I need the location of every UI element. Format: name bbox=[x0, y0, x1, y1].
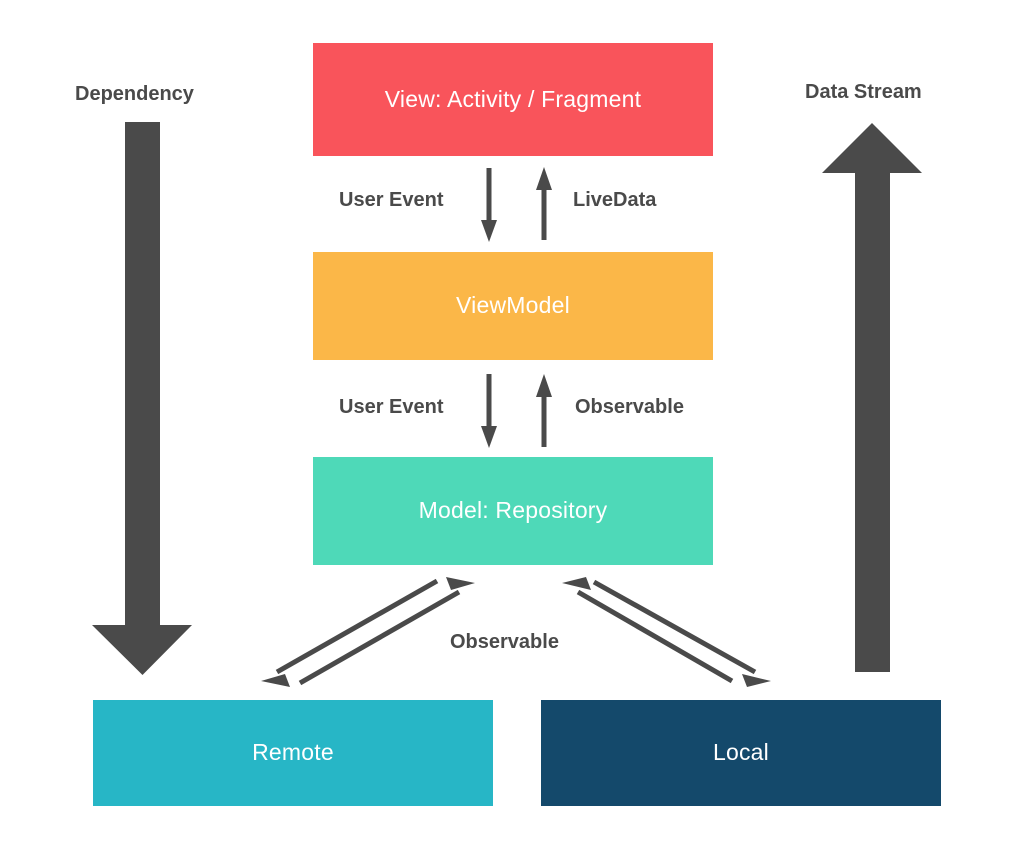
livedata-arrow-viewmodel-to-view bbox=[536, 167, 552, 240]
observable-arrow-model-to-remote bbox=[261, 578, 439, 687]
dependency-label: Dependency bbox=[75, 83, 194, 105]
data-stream-label: Data Stream bbox=[805, 81, 922, 103]
edge-label-observable-model-viewmodel: Observable bbox=[575, 396, 684, 418]
node-view-label: View: Activity / Fragment bbox=[384, 85, 642, 112]
dependency-arrow bbox=[92, 122, 192, 675]
edge-label-user-event-view-viewmodel: User Event bbox=[339, 189, 444, 211]
node-local[interactable]: Local bbox=[541, 700, 941, 806]
node-model-label: Model: Repository bbox=[418, 497, 608, 524]
node-remote-label: Remote bbox=[252, 739, 334, 766]
user-event-arrow-view-to-viewmodel bbox=[481, 168, 497, 242]
observable-arrow-model-to-viewmodel bbox=[536, 374, 552, 447]
node-model-repository[interactable]: Model: Repository bbox=[313, 457, 713, 565]
data-stream-arrow bbox=[822, 123, 922, 672]
user-event-arrow-viewmodel-to-model bbox=[481, 374, 497, 448]
node-remote[interactable]: Remote bbox=[93, 700, 493, 806]
node-viewmodel[interactable]: ViewModel bbox=[313, 252, 713, 360]
observable-arrow-local-to-model bbox=[562, 577, 734, 684]
edge-label-user-event-viewmodel-model: User Event bbox=[339, 396, 444, 418]
node-local-label: Local bbox=[713, 739, 769, 766]
observable-arrow-model-to-local bbox=[592, 579, 771, 687]
edge-label-livedata: LiveData bbox=[573, 189, 657, 211]
node-viewmodel-label: ViewModel bbox=[456, 292, 570, 319]
edge-label-observable-model-sources: Observable bbox=[450, 631, 559, 653]
node-view-activity-fragment[interactable]: View: Activity / Fragment bbox=[313, 43, 713, 156]
observable-arrow-remote-to-model bbox=[298, 577, 475, 686]
